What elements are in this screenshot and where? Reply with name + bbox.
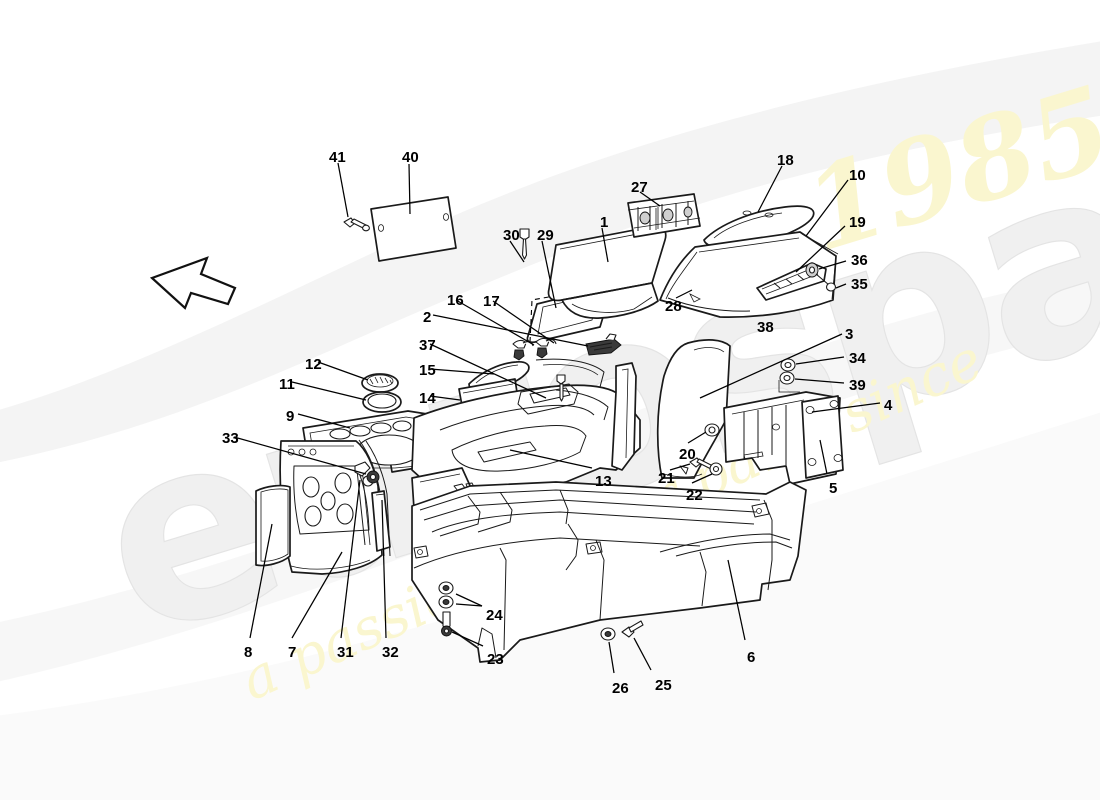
part-17-clip [535,337,557,359]
callout-35: 35 [851,276,868,293]
callout-10: 10 [849,167,866,184]
part-26-washer [600,627,616,641]
leader-lines [233,162,881,674]
part-33-side-trim-panel [279,440,383,575]
part-23-bolt [441,611,452,637]
bracket-39-tie [778,380,800,393]
callout-15: 15 [419,362,436,379]
part-30-pin [519,228,530,260]
callout-11: 11 [279,376,295,393]
callout-5: 5 [829,480,838,497]
callout-37: 37 [419,337,436,354]
callout-33: 33 [222,430,239,447]
callout-40: 40 [402,149,419,166]
callout-24: 24 [486,607,503,624]
callout-25: 25 [655,677,672,694]
part-12-cap [361,373,399,393]
callout-36: 36 [851,252,868,269]
callout-26: 26 [612,680,629,697]
part-35-bolt [815,273,837,292]
callout-3: 3 [845,326,854,343]
part-32-strip [371,490,391,552]
part-5-mounting-plate [801,395,844,479]
callout-41: 41 [329,149,346,166]
part-10-lid-panel [801,233,839,300]
callout-14: 14 [419,390,436,407]
callout-6: 6 [747,649,756,666]
callout-19: 19 [849,214,866,231]
part-39-washer [779,371,795,385]
callout-28: 28 [665,298,682,315]
part-36-bush [805,262,819,278]
part-8-insert-pad [255,484,291,567]
callout-30: 30 [503,227,520,244]
callout-31: 31 [337,644,354,661]
part-28-housing [659,231,837,318]
part-41-screw [343,217,370,232]
callout-2: 2 [423,309,432,326]
callout-22: 22 [686,487,703,504]
part-22-washer [709,462,723,476]
callout-27: 27 [631,179,648,196]
callout-17: 17 [483,293,500,310]
callout-29: 29 [537,227,554,244]
callout-1: 1 [600,214,609,231]
callout-21: 21 [658,470,675,487]
part-6-rear-console-trim [411,481,807,663]
part-34-nut [780,358,796,372]
part-24-nut-washer [438,581,454,609]
part-25-screw [621,620,644,638]
direction-arrow [149,256,237,310]
callout-39: 39 [849,377,866,394]
part-27-switch-unit [627,193,701,238]
callout-13: 13 [595,473,612,490]
part-2-retainer [585,333,622,356]
part-20-grommet [704,423,720,437]
callout-20: 20 [679,446,696,463]
callout-12: 12 [305,356,322,373]
callout-18: 18 [777,152,794,169]
callout-4: 4 [884,397,893,414]
callout-32: 32 [382,644,399,661]
callout-38: 38 [757,319,774,336]
callout-8: 8 [244,644,253,661]
callout-7: 7 [288,644,297,661]
part-3-side-panel [656,339,731,479]
callout-34: 34 [849,350,866,367]
callout-23: 23 [487,651,504,668]
callout-9: 9 [286,408,295,425]
part-1-armrest-lid [547,225,667,319]
part-40-cover-plate [370,196,457,262]
callout-16: 16 [447,292,464,309]
part-11-ring [362,391,402,413]
